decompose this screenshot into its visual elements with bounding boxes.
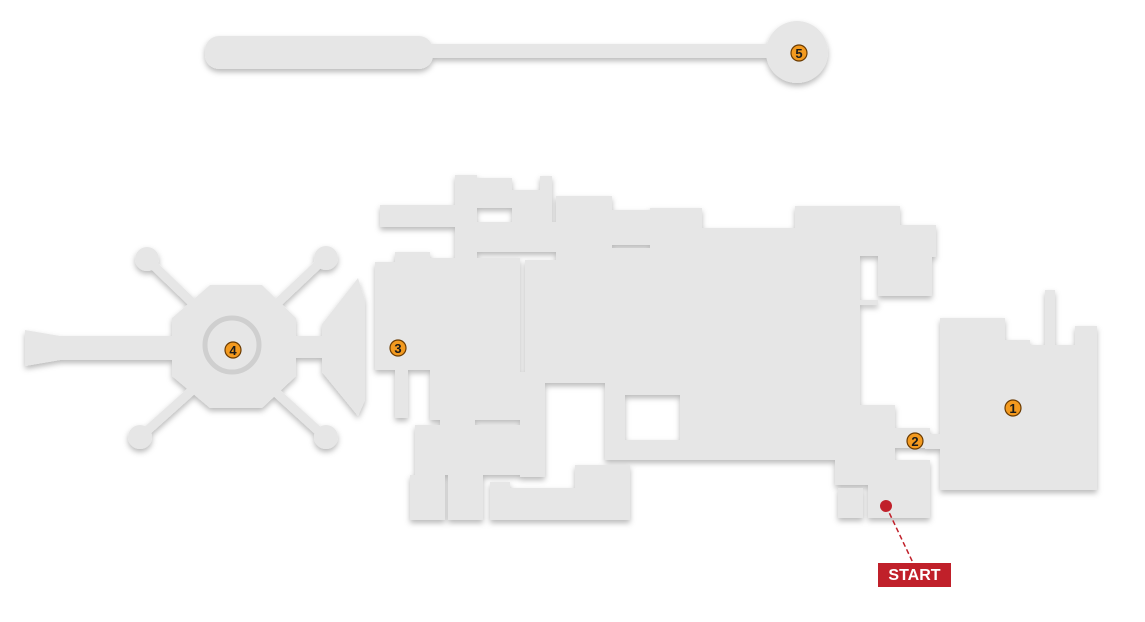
- main-complex: [375, 175, 1097, 520]
- marker-1-label: 1: [1009, 401, 1016, 416]
- marker-4-label: 4: [229, 343, 237, 358]
- upper-corridor-area: [205, 21, 828, 83]
- marker-2[interactable]: 2: [906, 432, 924, 450]
- marker-2-label: 2: [911, 434, 918, 449]
- marker-3[interactable]: 3: [389, 339, 407, 357]
- marker-4[interactable]: 4: [224, 341, 242, 359]
- start-guide-line: [885, 505, 915, 566]
- start-label-text: START: [888, 567, 940, 584]
- marker-5[interactable]: 5: [790, 44, 808, 62]
- marker-3-label: 3: [394, 341, 401, 356]
- marker-5-label: 5: [795, 46, 802, 61]
- start-dot[interactable]: [880, 500, 892, 512]
- hub-area: [25, 246, 365, 449]
- start-label: START: [878, 563, 951, 587]
- marker-1[interactable]: 1: [1004, 399, 1022, 417]
